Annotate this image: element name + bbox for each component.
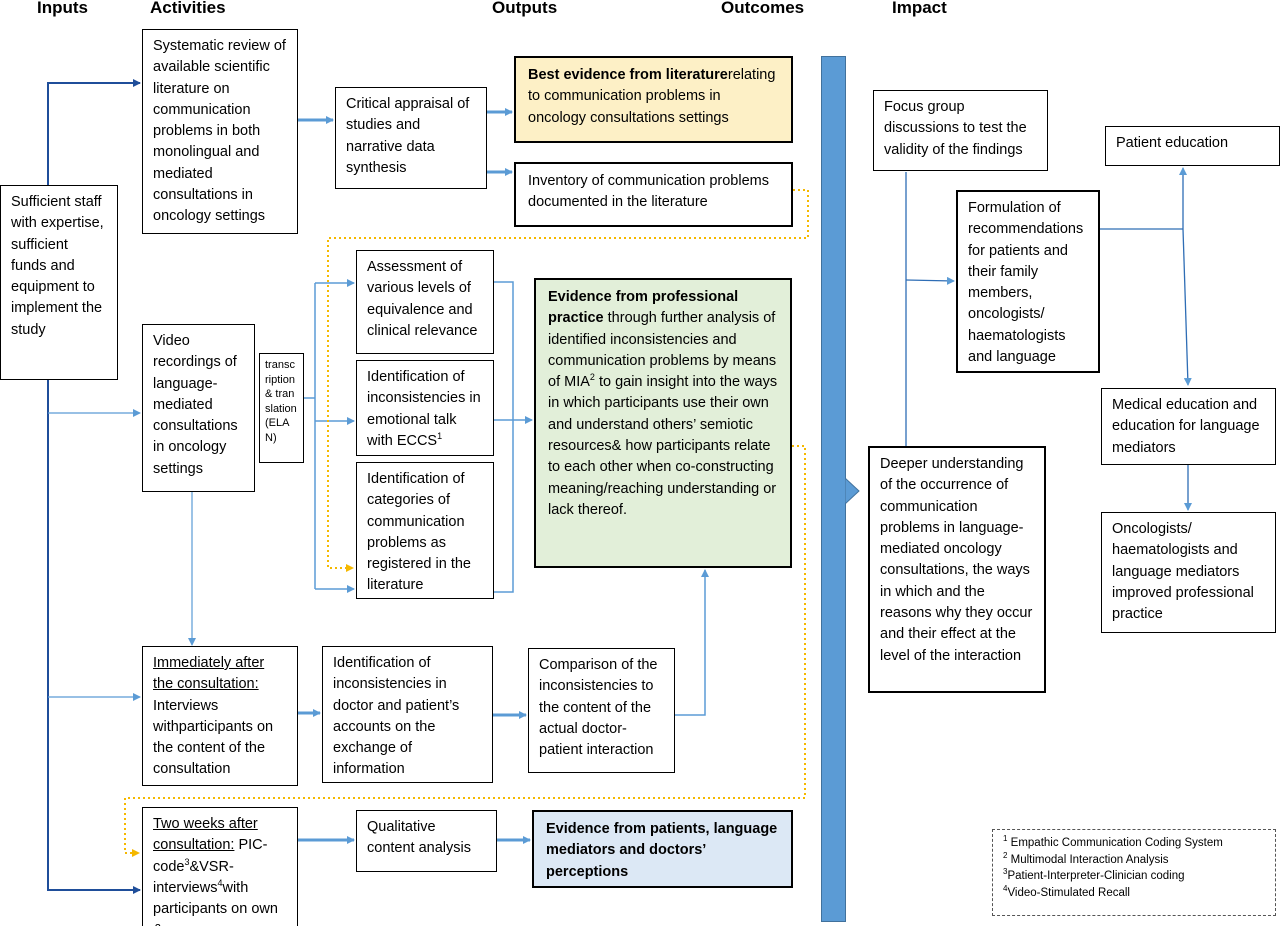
qualitative-box: Qualitative content analysis <box>356 810 497 872</box>
footnote-3-text: Patient-Interpreter-Clinician coding <box>1007 870 1185 882</box>
transcription-text: transcription& translation (ELAN) <box>265 359 297 444</box>
header-inputs: Inputs <box>37 0 88 17</box>
patient-education-box: Patient education <box>1105 126 1280 166</box>
comparison-text: Comparison of the inconsistencies to the… <box>539 657 658 759</box>
improved-practice-box: Oncologists/ haematologists and language… <box>1101 512 1276 633</box>
formulation-box: Formulation of recommendations for patie… <box>956 190 1100 373</box>
immediately-after-heading: Immediately after the consultation: <box>153 655 265 693</box>
best-evidence-bold: Best evidence from literature <box>528 67 728 83</box>
footnote-1-text: Empathic Communication Coding System <box>1010 837 1223 849</box>
two-weeks-heading: Two weeks after consultation: <box>153 816 258 854</box>
footnote-2-text: Multimodal Interaction Analysis <box>1010 853 1169 866</box>
footnote-2-num: 2 <box>1003 850 1008 860</box>
immediately-after-text: Interviews withparticipants on the conte… <box>153 697 274 778</box>
medical-education-box: Medical education and education for lang… <box>1101 388 1276 465</box>
two-weeks-box: Two weeks after consultation: PIC-code3&… <box>142 807 298 926</box>
activity-arrows <box>298 108 531 844</box>
header-outcomes: Outcomes <box>721 0 805 17</box>
professional-practice-text-1: through further analysis of identified i… <box>548 310 777 391</box>
critical-appraisal-text: Critical appraisal of studies and narrat… <box>346 96 470 176</box>
patient-education-text: Patient education <box>1116 135 1229 151</box>
two-weeks-text-1: PIC-code <box>153 837 268 875</box>
footnote-4-text: Video-Stimulated Recall <box>1007 886 1130 899</box>
improved-practice-text: Oncologists/ haematologists and language… <box>1112 521 1254 623</box>
professional-practice-text-2: to gain insight into the ways in which p… <box>548 374 778 518</box>
header-outputs: Outputs <box>492 0 558 17</box>
medical-education-text: Medical education and education for lang… <box>1112 397 1260 456</box>
immediately-after-box: Immediately after the consultation: Inte… <box>142 646 298 786</box>
best-evidence-box: Best evidence from literaturerelating to… <box>514 56 793 143</box>
analysis-bracket <box>494 281 533 593</box>
critical-appraisal-box: Critical appraisal of studies and narrat… <box>335 87 487 189</box>
identification-emotional-box: Identification of inconsistencies in emo… <box>356 360 494 456</box>
professional-practice-bold: Evidence from professional practice <box>548 289 739 327</box>
two-weeks-text-3: with participants on own & <box>153 879 278 926</box>
footnote-ref-3: 3 <box>184 856 190 867</box>
header-impact: Impact <box>892 0 947 17</box>
header-activities: Activities <box>150 0 226 17</box>
patients-evidence-text: Evidence from patients, language mediato… <box>546 821 778 880</box>
footnote-1-num: 1 <box>1003 834 1008 844</box>
footnote-3-num: 3 <box>1003 867 1008 877</box>
patients-evidence-box: Evidence from patients, language mediato… <box>532 810 793 888</box>
professional-practice-box: Evidence from professional practice thro… <box>534 278 792 568</box>
best-evidence-text: relating to communication problems in on… <box>528 67 776 126</box>
formulation-text: Formulation of recommendations for patie… <box>968 200 1084 371</box>
footnote-4: 4Video-Stimulated Recall <box>1003 883 1265 902</box>
footnote-1: 1 Empathic Communication Coding System <box>1003 835 1265 852</box>
systematic-review-text: Systematic review of available scientifi… <box>153 38 286 225</box>
deeper-understanding-text: Deeper understanding of the occurrence o… <box>880 456 1033 664</box>
focus-group-box: Focus group discussions to test the vali… <box>873 90 1048 171</box>
qualitative-text: Qualitative content analysis <box>367 819 471 857</box>
focus-group-text: Focus group discussions to test the vali… <box>884 99 1027 158</box>
input-resources-box: Sufficient staff with expertise, suffici… <box>0 185 118 380</box>
outcomes-bar <box>821 56 846 922</box>
footnote-ref-2: 2 <box>589 372 595 383</box>
footnotes-box: 1 Empathic Communication Coding System 2… <box>992 829 1276 916</box>
transcription-box: transcription& translation (ELAN) <box>259 353 304 463</box>
video-recordings-text: Video recordings of language-mediated co… <box>153 333 238 477</box>
comparison-connector <box>675 569 709 716</box>
assessment-box: Assessment of various levels of equivale… <box>356 250 494 354</box>
deeper-understanding-box: Deeper understanding of the occurrence o… <box>868 446 1046 693</box>
footnote-4-num: 4 <box>1003 883 1008 893</box>
footnote-ref-4: 4 <box>217 878 223 889</box>
identification-accounts-text: Identification of inconsistencies in doc… <box>333 655 460 778</box>
identification-accounts-box: Identification of inconsistencies in doc… <box>322 646 493 783</box>
impact-connectors <box>905 167 1192 511</box>
comparison-box: Comparison of the inconsistencies to the… <box>528 648 675 773</box>
outcomes-bar-arrow-icon <box>845 478 860 504</box>
dotted-feedback-connectors <box>124 189 809 857</box>
video-recordings-box: Video recordings of language-mediated co… <box>142 324 255 492</box>
assessment-text: Assessment of various levels of equivale… <box>367 259 478 339</box>
inventory-box: Inventory of communication problems docu… <box>514 162 793 227</box>
transcription-connectors <box>304 279 355 593</box>
footnote-ref-1: 1 <box>437 431 443 442</box>
inventory-text: Inventory of communication problems docu… <box>528 173 769 211</box>
two-weeks-text-2: &VSR-interviews <box>153 858 234 896</box>
input-connectors <box>47 79 141 894</box>
identification-categories-box: Identification of categories of communic… <box>356 462 494 599</box>
input-thin-connectors <box>48 409 196 701</box>
input-resources-text: Sufficient staff with expertise, suffici… <box>11 194 104 338</box>
systematic-review-box: Systematic review of available scientifi… <box>142 29 298 234</box>
footnote-3: 3Patient-Interpreter-Clinician coding <box>1003 868 1265 885</box>
identification-categories-text: Identification of categories of communic… <box>367 471 471 594</box>
footnote-2: 2 Multimodal Interaction Analysis <box>1003 850 1265 869</box>
identification-emotional-text: Identification of inconsistencies in emo… <box>367 369 481 449</box>
